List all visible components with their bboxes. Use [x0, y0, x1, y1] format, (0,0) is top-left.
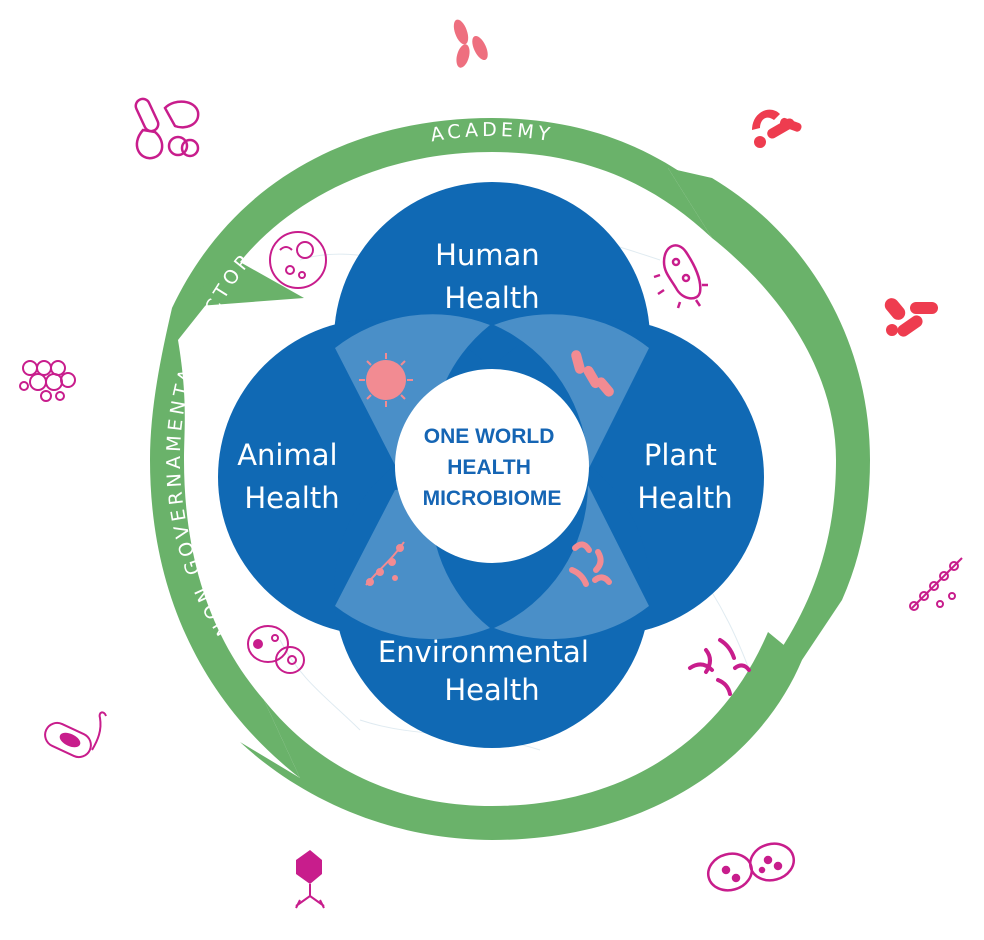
- bacilli-cluster-right-icon: [884, 298, 938, 337]
- sector-arrow-ngo: [150, 262, 300, 778]
- sector-label-public: PUBLIC SECTOR: [391, 750, 594, 787]
- center-label: ONE WORLD HEALTH MICROBIOME: [423, 425, 562, 510]
- bacteriophage-icon: [295, 850, 325, 909]
- flagellated-bacterium-icon: [653, 244, 708, 309]
- bacteria-pair-icon: [134, 97, 200, 160]
- overlap-human-plant: [494, 314, 649, 470]
- streptococci-chain-icon: [365, 541, 405, 586]
- coccus-cluster-icon: [19, 360, 76, 402]
- sector-label-private: PRIVATE SECTOR: [774, 368, 821, 590]
- bacilli-cluster-icon: [752, 109, 802, 148]
- label-environmental-health: Environmental Health: [378, 635, 598, 707]
- overlap-human-animal: [335, 314, 490, 470]
- sector-arrow-private: [668, 168, 870, 668]
- rod-bacteria-icon: [453, 19, 488, 68]
- cell-icon: [269, 231, 327, 289]
- rod-bacilli-icon: [571, 350, 614, 397]
- spirilla-icon: [688, 638, 751, 696]
- twin-cocci-icon: [706, 842, 796, 892]
- label-animal-health: Animal Health: [237, 438, 347, 515]
- label-plant-health: Plant Health: [637, 438, 732, 515]
- sector-arrow-public: [240, 632, 802, 840]
- center-circle: [395, 369, 589, 563]
- overlap-animal-environment: [335, 485, 490, 640]
- overlap-plant-environment: [494, 485, 649, 640]
- curved-rods-icon: [569, 541, 612, 587]
- label-human-health: Human Health: [435, 238, 549, 315]
- spiky-coccus-icon: [359, 353, 413, 407]
- flagellated-bacillus-icon: [44, 711, 107, 759]
- chain-bacteria-icon: [909, 557, 963, 611]
- diplococcus-icon: [247, 625, 305, 674]
- sector-ring: [150, 118, 870, 840]
- sector-arrow-academy: [172, 118, 712, 308]
